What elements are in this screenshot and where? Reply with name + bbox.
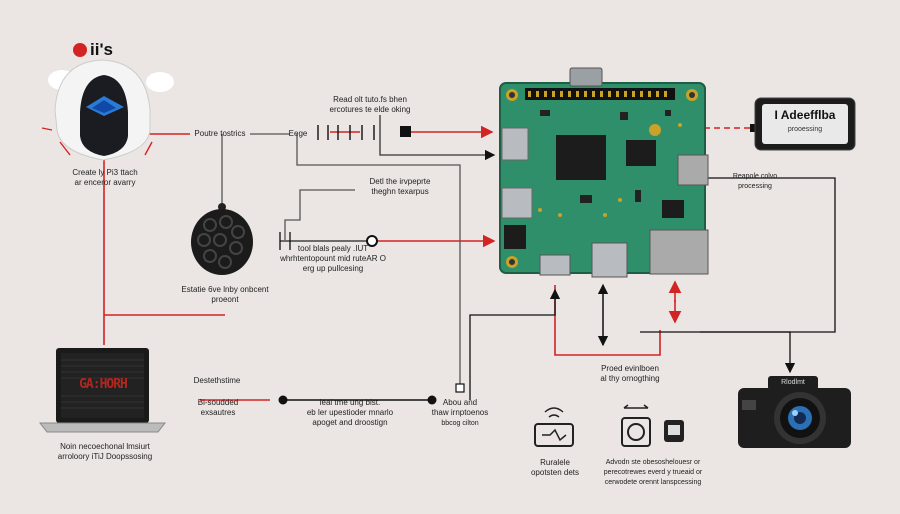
proed-label: Proed evinlboen al thy ornogthing <box>600 364 660 383</box>
poutre-label: Poutre tostrics <box>194 129 246 138</box>
node-dot-2 <box>427 395 437 405</box>
leal-label: leal tme ung blst. eb ler upestioder mna… <box>306 398 394 427</box>
laptop-screen-text: GA:HORH <box>79 377 128 392</box>
eege-label: Eege <box>288 129 308 138</box>
grey-line-detl <box>284 189 355 240</box>
node-ring <box>366 235 378 247</box>
node-dot-1 <box>278 395 288 405</box>
robot-mouse-icon <box>48 43 174 161</box>
detl-label: Detl the irvpeprte theghn texarpus <box>369 177 431 196</box>
device-title: I Adeefflba <box>774 108 836 122</box>
chip-icon <box>664 420 684 442</box>
black-line-cam <box>700 331 796 374</box>
raspberry-icon <box>191 203 253 275</box>
boug-label: bbcog cilton <box>441 420 479 427</box>
reapole-label: Reapole colvo processing <box>732 173 778 190</box>
red-line-right-box <box>554 285 661 356</box>
laptop-icon <box>38 348 167 433</box>
node-square <box>400 126 411 137</box>
create-label: Create ly Pi3 ttach ar enceror avarry <box>72 168 138 187</box>
ruralele-label: Ruralele opotsten dets <box>530 458 580 477</box>
logo-text: ii's <box>90 40 113 59</box>
camera-icon <box>738 376 851 448</box>
black-line-b2 <box>469 288 561 400</box>
read-label: Read olt tuto.fs bhen ercotures te elde … <box>329 95 411 114</box>
tool-label: tool blals pealy .IUT whrhtentopount mid… <box>280 244 386 273</box>
pi-board <box>499 67 709 278</box>
grey-line-eege <box>296 134 461 385</box>
laptop-desc-label: Noin necoechonal lmsiurt arroloory iTiJ … <box>57 442 153 461</box>
router-icon <box>534 407 574 447</box>
processing-device <box>750 97 856 151</box>
advodn-label: Advodn ste obesoshelouesr or perecotrewe… <box>603 459 703 486</box>
bisounded-label: Bi-soudded exsautres <box>197 398 239 417</box>
device-subtitle: prooessing <box>787 126 823 133</box>
camera-brand: Rlodlmt <box>781 379 805 386</box>
destethime-label: Destethstime <box>193 376 241 385</box>
grey-line-read <box>379 115 496 161</box>
abou-label: Abou and thaw irnptoenos <box>431 398 489 417</box>
estatie-label: Estatie 6ve lnby onbcent proeont <box>181 285 269 304</box>
sensor-icon <box>621 404 651 447</box>
